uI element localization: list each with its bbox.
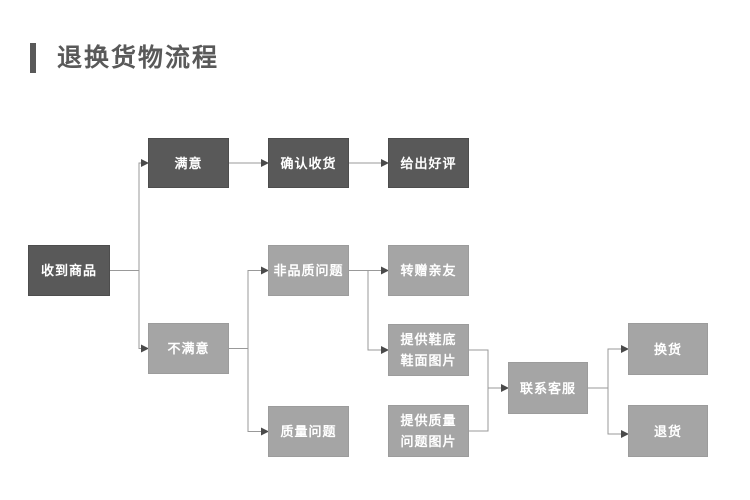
flow-edge-split-2-to-quality-issue	[247, 348, 269, 436]
flow-node-non-quality-issue: 非品质问题	[268, 245, 349, 296]
flow-node-label: 确认收货	[280, 155, 337, 171]
flow-edge-split-3-to-provide-shoe-photos	[367, 270, 389, 354]
flow-node-label: 给出好评	[400, 155, 457, 171]
flow-node-quality-issue: 质量问题	[268, 406, 349, 457]
flow-edge-split-1-to-satisfied	[138, 159, 149, 271]
flow-edge-provide-shoe-photos-to-contact-support	[469, 349, 509, 392]
flow-node-received-goods: 收到商品	[28, 245, 110, 296]
flow-node-label: 联系客服	[519, 380, 576, 396]
flow-node-contact-support: 联系客服	[508, 362, 588, 414]
flow-edge-split-2-to-non-quality-issue	[247, 266, 269, 349]
flow-edge-split-4-to-exchange-goods	[607, 345, 629, 388]
flow-node-confirm-receipt: 确认收货	[268, 138, 349, 188]
flow-node-provide-shoe-photos: 提供鞋底 鞋面图片	[388, 324, 469, 376]
page-title: 退换货物流程	[57, 44, 220, 72]
flow-node-label: 转赠亲友	[400, 263, 457, 278]
title-accent-bar	[30, 43, 36, 73]
flow-node-unsatisfied: 不满意	[148, 323, 229, 374]
flow-node-label: 提供质量 问题图片	[400, 413, 457, 449]
flow-edge-provide-issue-photos-to-merge-1	[469, 388, 489, 432]
flow-node-label: 质量问题	[280, 424, 337, 439]
flow-node-satisfied: 满意	[148, 138, 229, 188]
flow-node-label: 满意	[174, 155, 203, 171]
flow-node-label: 收到商品	[40, 263, 97, 278]
flow-node-label: 不满意	[167, 341, 210, 356]
flow-node-return-goods: 退货	[628, 405, 708, 457]
flow-node-label: 非品质问题	[273, 263, 344, 278]
flow-node-label: 换货	[653, 341, 682, 357]
flow-node-exchange-goods: 换货	[628, 323, 708, 375]
flow-edge-split-4-to-return-goods	[607, 388, 629, 438]
flow-edge-split-1-to-unsatisfied	[138, 270, 149, 353]
flow-node-provide-issue-photos: 提供质量 问题图片	[388, 405, 469, 457]
flow-node-label: 退货	[653, 423, 682, 439]
flow-node-give-good-review: 给出好评	[388, 138, 469, 188]
page-title-row: 退换货物流程	[30, 42, 219, 74]
flow-node-gift-to-friends: 转赠亲友	[388, 245, 469, 296]
flow-node-label: 提供鞋底 鞋面图片	[400, 332, 457, 368]
